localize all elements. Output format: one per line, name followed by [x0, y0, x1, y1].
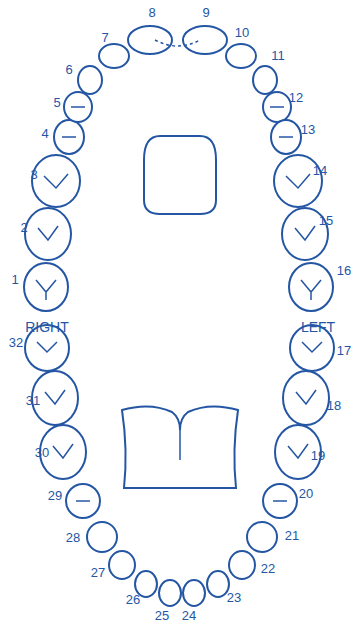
- tooth-number: 31: [26, 394, 40, 407]
- fissures: [36, 40, 322, 501]
- tooth-number: 32: [9, 336, 23, 349]
- tooth-number: 12: [289, 91, 303, 104]
- tooth-number: 4: [41, 127, 48, 140]
- tooth-number: 28: [66, 531, 80, 544]
- tooth-number: 11: [271, 49, 285, 62]
- tooth-number: 29: [48, 489, 62, 502]
- tooth-number: 18: [327, 399, 341, 412]
- tooth-number: 16: [337, 264, 351, 277]
- tooth-number: 1: [11, 273, 18, 286]
- tooth-number: 22: [261, 562, 275, 575]
- tooth-number: 8: [148, 6, 155, 19]
- teeth: [24, 26, 334, 606]
- tooth-number: 25: [155, 609, 169, 622]
- side-label: RIGHT: [25, 320, 69, 334]
- tooth-number: 6: [65, 63, 72, 76]
- tooth-number: 20: [299, 487, 313, 500]
- tooth-number: 26: [126, 593, 140, 606]
- tooth-number: 2: [20, 221, 27, 234]
- tooth-number: 10: [235, 26, 249, 39]
- tongue-line: [179, 430, 181, 460]
- tooth-number: 9: [202, 6, 209, 19]
- tongue: [122, 406, 238, 488]
- side-label: LEFT: [301, 320, 335, 334]
- tooth-number: 24: [182, 609, 196, 622]
- tooth-number: 13: [301, 123, 315, 136]
- tooth-number: 7: [101, 31, 108, 44]
- tooth-number: 21: [285, 529, 299, 542]
- palate: [144, 136, 216, 214]
- tooth-number: 5: [53, 96, 60, 109]
- tooth-number: 17: [337, 344, 351, 357]
- tooth-number: 23: [227, 591, 241, 604]
- tooth-number: 14: [313, 164, 327, 177]
- tooth-number: 27: [91, 566, 105, 579]
- tooth-number: 15: [319, 214, 333, 227]
- tooth-number: 19: [311, 449, 325, 462]
- tooth-number: 3: [30, 168, 37, 181]
- tooth-number: 30: [35, 446, 49, 459]
